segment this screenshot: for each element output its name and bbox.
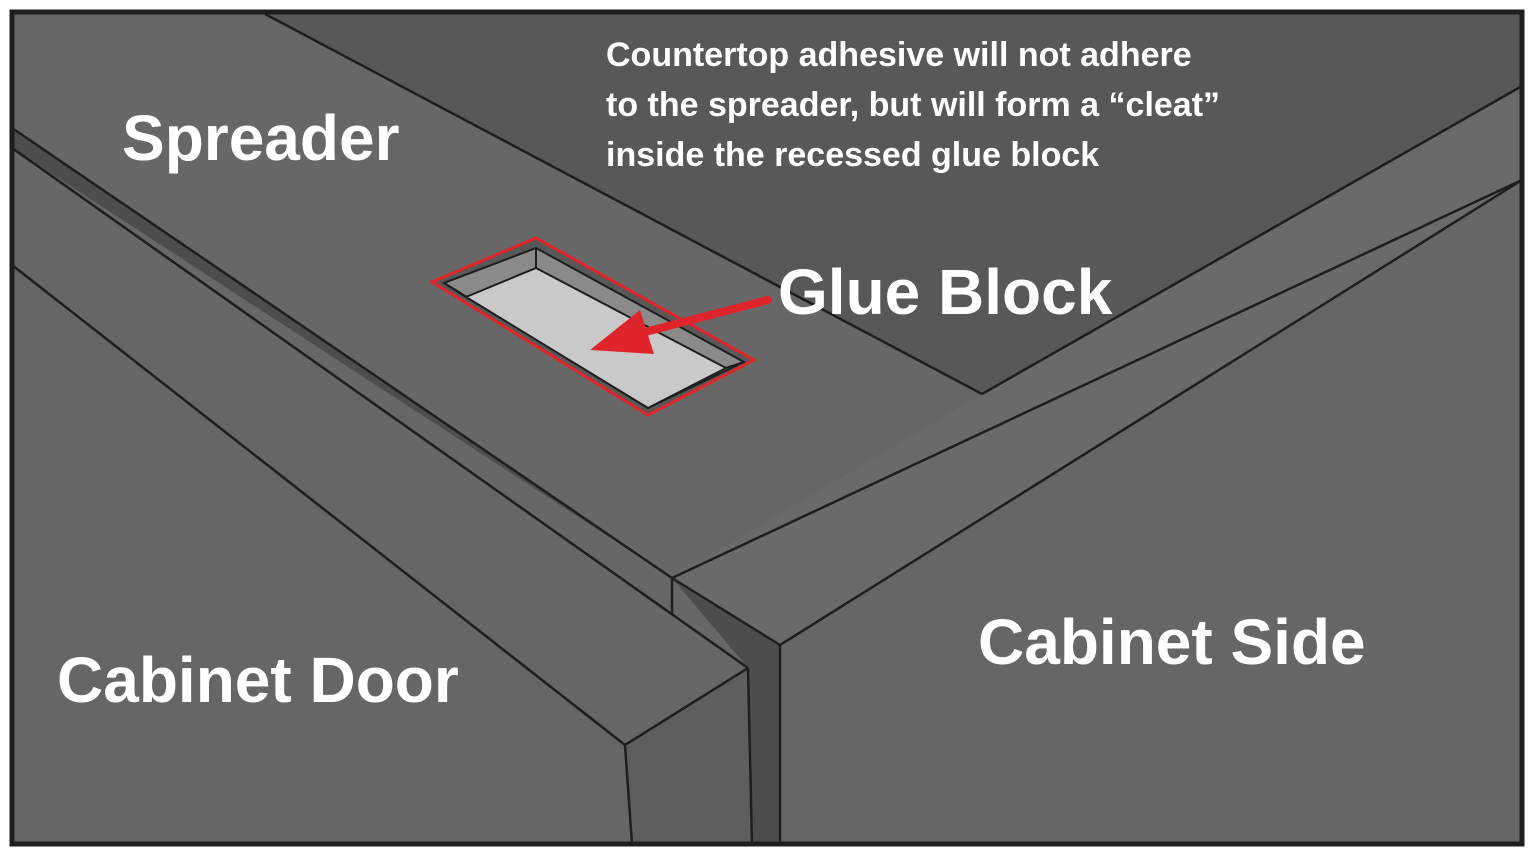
cabinet-side-top-edge: [672, 86, 1522, 645]
frame-border: [9, 9, 1525, 847]
arrow-shaft: [626, 296, 772, 340]
glue-block-label: Glue Block: [778, 256, 1113, 328]
cabinet-side-face: [780, 180, 1522, 844]
adhesive-note-line-1: Countertop adhesive will not adhere: [606, 36, 1192, 74]
outline-lines: [11, 12, 1523, 845]
glue-block-floor: [463, 266, 729, 410]
arrow-head-icon: [590, 310, 654, 354]
cabinet-door-edge: [625, 668, 752, 844]
cabinet-door-label: Cabinet Door: [57, 644, 459, 716]
glue-block-arrow: [590, 296, 772, 354]
adhesive-note-line-3: inside the recessed glue block: [606, 136, 1099, 174]
cabinet-side-label: Cabinet Side: [978, 606, 1366, 678]
spreader-label: Spreader: [122, 102, 399, 174]
countertop-area: [265, 14, 1522, 394]
glue-block: [428, 236, 758, 417]
adhesive-note-line-2: to the spreader, but will form a “cleat”: [606, 86, 1220, 124]
